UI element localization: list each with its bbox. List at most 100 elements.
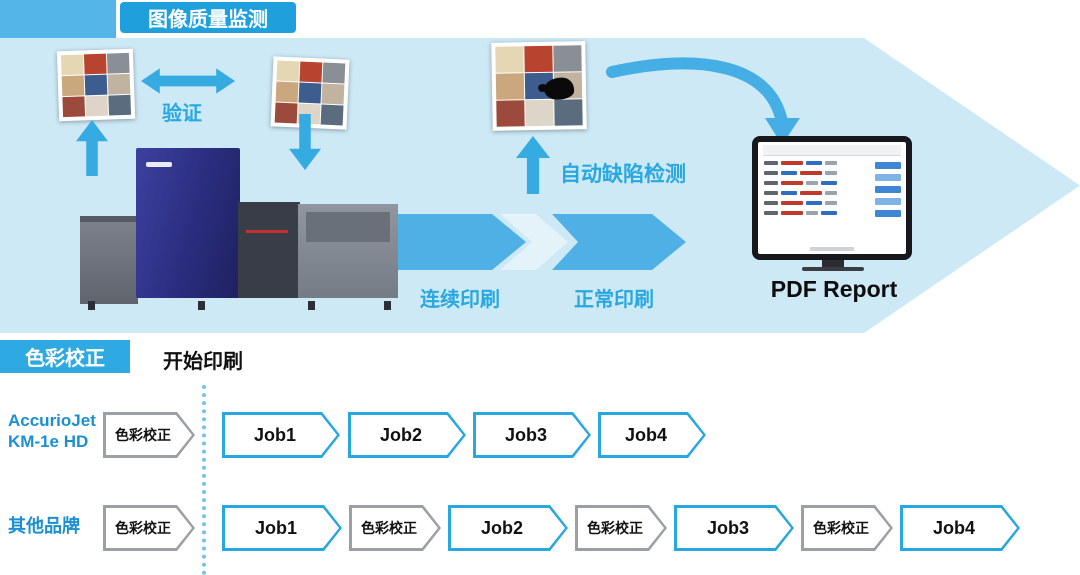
photo-cell	[106, 52, 130, 74]
report-line	[764, 159, 872, 166]
process-step-calibration: 色彩校正	[349, 505, 441, 551]
row-label-line1: 其他品牌	[8, 516, 80, 536]
photo-cell	[85, 95, 109, 117]
photo-cell	[525, 99, 554, 127]
printer-panel	[306, 212, 390, 242]
tablet-base	[802, 267, 864, 271]
photo-cell	[276, 60, 300, 82]
photo-cell	[553, 45, 582, 72]
printer-main-tower	[136, 148, 240, 298]
report-line	[764, 169, 872, 176]
report-footer-bar	[809, 247, 855, 251]
photo-cell	[554, 99, 583, 126]
photo-thumbnail-defect	[491, 41, 587, 131]
process-step-calibration: 色彩校正	[103, 412, 195, 458]
process-step-calibration: 色彩校正	[801, 505, 893, 551]
photo-cell	[62, 96, 86, 118]
report-line	[764, 189, 872, 196]
photo-cell	[321, 83, 345, 105]
photo-cell	[108, 94, 132, 116]
process-step-job: Job3	[674, 505, 794, 551]
photo-cell	[61, 75, 85, 97]
printer-foot	[384, 301, 391, 310]
process-step-calibration: 色彩校正	[575, 505, 667, 551]
verify-label: 验证	[162, 103, 202, 125]
photo-cell	[107, 73, 131, 95]
row-label-other-brands: 其他品牌	[8, 516, 80, 537]
tablet-stand	[822, 260, 844, 268]
normal-print-label: 正常印刷	[574, 289, 654, 311]
report-tablet	[752, 136, 912, 260]
chevron-fill	[804, 508, 890, 548]
step-label: Job3	[706, 517, 749, 538]
printer-mid-unit	[238, 202, 300, 298]
photo-cell	[84, 74, 108, 96]
defect-mark	[543, 77, 575, 100]
chevron-fill	[352, 508, 438, 548]
process-step-job: Job2	[348, 412, 466, 458]
section-title-color-correction: 色彩校正	[0, 340, 130, 373]
step-label: 色彩校正	[115, 520, 171, 536]
printer-accent-stripe	[246, 230, 288, 233]
top-corner-bar	[0, 0, 116, 38]
process-step-calibration: 色彩校正	[103, 505, 195, 551]
photo-cell	[299, 61, 323, 83]
start-print-label: 开始印刷	[163, 351, 243, 373]
chevron-fill	[225, 415, 337, 455]
row-label-accuriojet: AccurioJet KM-1e HD	[8, 410, 96, 452]
printer-illustration	[78, 138, 400, 310]
step-label: 色彩校正	[361, 520, 417, 536]
photo-thumbnail-reference	[56, 48, 136, 122]
process-step-job: Job1	[222, 505, 342, 551]
chevron-fill	[351, 415, 463, 455]
chevron-fill	[677, 508, 791, 548]
report-sidebar	[875, 162, 901, 217]
photo-collage	[60, 52, 132, 118]
photo-cell	[275, 81, 299, 103]
report-line	[764, 179, 872, 186]
report-line	[764, 199, 872, 206]
chevron-fill	[106, 508, 192, 548]
step-label: Job1	[254, 517, 297, 538]
chevron-fill	[225, 508, 339, 548]
photo-cell	[322, 62, 346, 84]
process-step-job: Job4	[598, 412, 706, 458]
step-label: 色彩校正	[587, 520, 643, 536]
photo-cell	[496, 100, 525, 127]
process-step-job: Job2	[448, 505, 568, 551]
step-label: Job4	[624, 424, 667, 445]
pdf-report-label: PDF Report	[770, 276, 898, 302]
process-step-job: Job3	[473, 412, 591, 458]
printer-foot	[198, 301, 205, 310]
printer-right-unit	[298, 204, 398, 298]
step-label: 色彩校正	[813, 520, 869, 536]
photo-cell	[298, 82, 322, 104]
process-step-job: Job4	[900, 505, 1020, 551]
report-header	[763, 145, 901, 156]
step-label: Job2	[379, 424, 422, 445]
photo-cell	[320, 104, 344, 126]
printer-left-unit	[80, 216, 138, 304]
process-step-job: Job1	[222, 412, 340, 458]
chevron-fill	[476, 415, 588, 455]
continuous-print-label: 连续印刷	[420, 289, 500, 311]
report-line	[764, 209, 872, 216]
printer-logo	[146, 162, 172, 167]
step-label: 色彩校正	[115, 427, 171, 443]
row-label-line1: AccurioJet	[8, 411, 96, 430]
chevron-fill	[903, 508, 1017, 548]
auto-defect-detection-label: 自动缺陷检测	[560, 163, 686, 186]
step-label: Job1	[253, 424, 296, 445]
step-label: Job3	[504, 424, 547, 445]
row-label-line2: KM-1e HD	[8, 432, 89, 451]
start-divider-line	[202, 385, 206, 575]
photo-cell	[274, 102, 298, 124]
report-screen	[758, 142, 906, 254]
chevron-fill	[578, 508, 664, 548]
curved-arrow-icon	[606, 57, 800, 145]
photo-cell	[83, 53, 107, 75]
printer-foot	[308, 301, 315, 310]
photo-cell	[495, 73, 525, 100]
printer-foot	[88, 301, 95, 310]
